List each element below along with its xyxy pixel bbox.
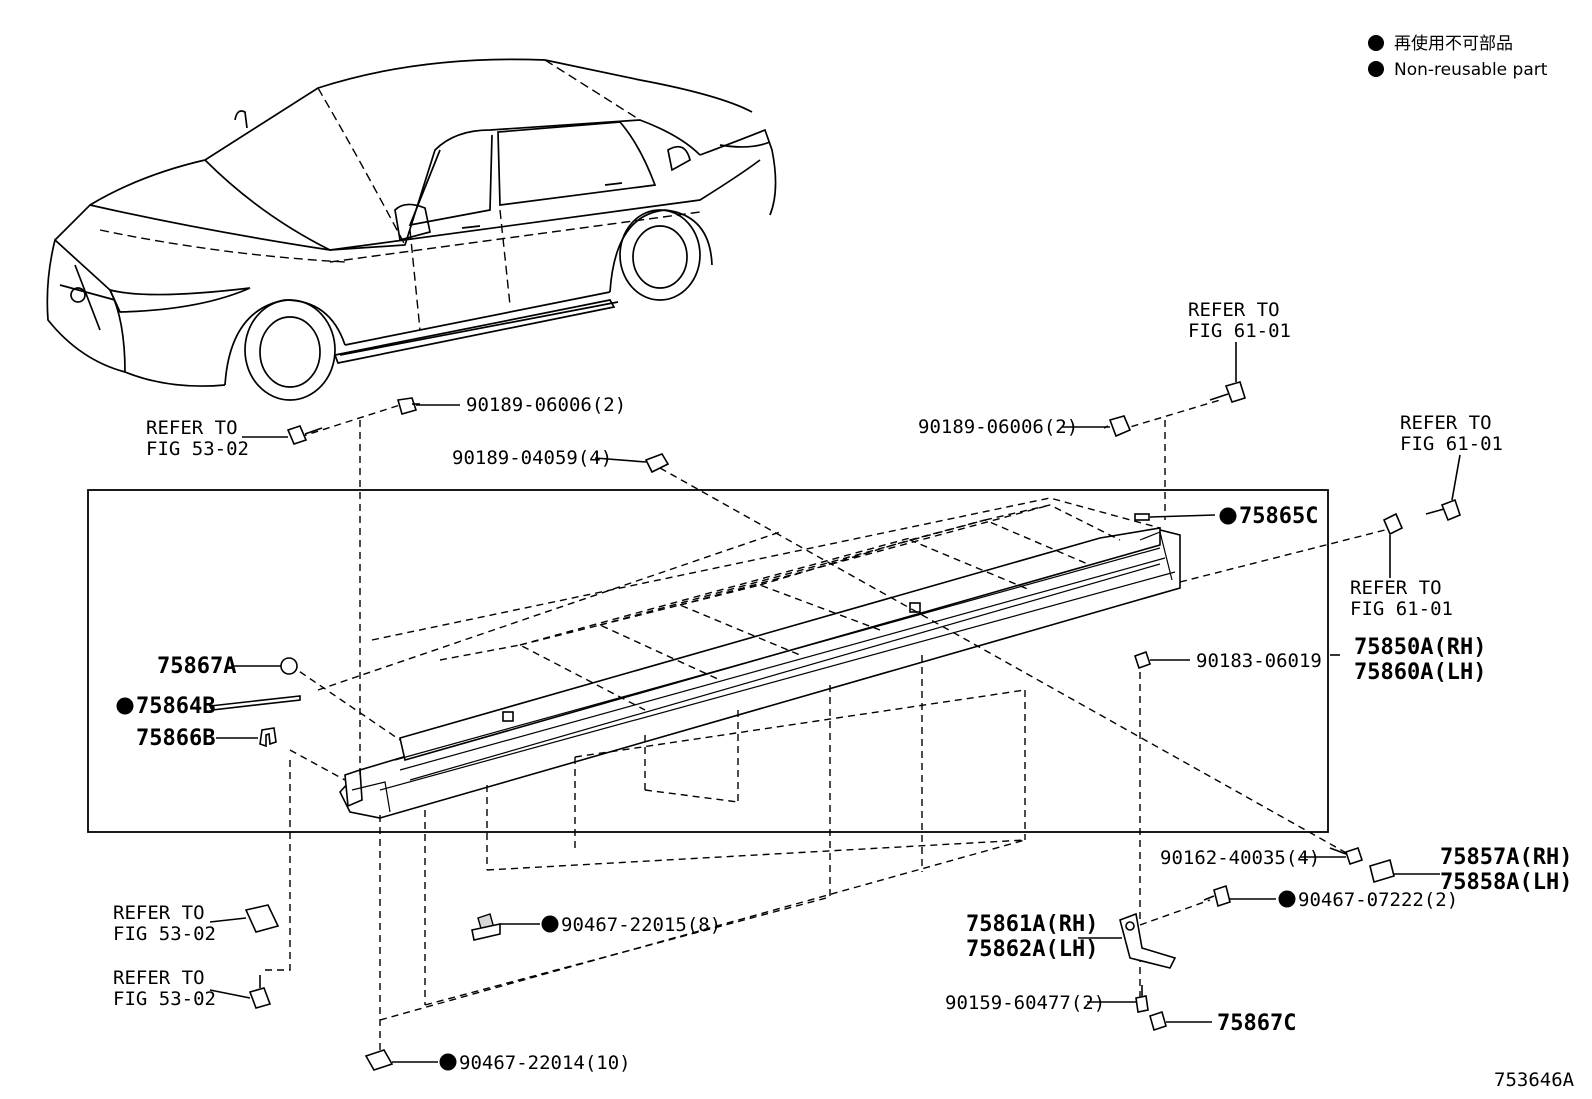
assembly-guide-lines — [260, 399, 1386, 1050]
part-number-label[interactable]: 75865C — [1239, 504, 1318, 529]
refer-to-label: REFER TO — [1350, 577, 1442, 599]
refer-fig-label[interactable]: FIG 61-01 — [1188, 320, 1291, 342]
nut-90467-22014-icon — [364, 1049, 394, 1071]
rocker-panel-75850A — [339, 527, 1181, 819]
part-number-label[interactable]: 75850A(RH) — [1354, 635, 1486, 660]
refer-to-label: REFER TO — [113, 902, 205, 924]
bolt-90159-60477-icon — [1135, 985, 1149, 1013]
clip-75866B-icon — [259, 727, 277, 748]
part-number-label[interactable]: 90467-22014(10) — [459, 1052, 631, 1074]
strip-75864B-icon — [208, 695, 301, 711]
part-number-label[interactable]: 90162-40035(4) — [1160, 847, 1320, 869]
refer-fig-label[interactable]: FIG 53-02 — [113, 988, 216, 1010]
part-number-label[interactable]: 75867C — [1217, 1011, 1296, 1036]
screw-90162-40035-icon — [1329, 846, 1364, 866]
refer-fig-label[interactable]: FIG 53-02 — [146, 438, 249, 460]
part-number-label[interactable]: 75864B — [136, 694, 215, 719]
refer-to-label: REFER TO — [1188, 299, 1280, 321]
clip-90189-06006-left-icon — [396, 397, 420, 415]
refer-fig-label[interactable]: FIG 53-02 — [113, 923, 216, 945]
part-number-label[interactable]: 75867A — [157, 654, 236, 679]
part-number-label[interactable]: 90467-22015(8) — [561, 914, 721, 936]
clip-far-right-icon — [1382, 498, 1461, 536]
cap-75857A-icon — [1369, 858, 1395, 884]
nut-90467-22015-icon — [471, 913, 501, 941]
refer-to-label: REFER TO — [146, 417, 238, 439]
legend-text-jp: 再使用不可部品 — [1394, 33, 1513, 54]
part-number-label[interactable]: 90189-06006(2) — [466, 394, 626, 416]
part-number-label[interactable]: 90467-07222(2) — [1298, 889, 1458, 911]
part-number-label[interactable]: 75860A(LH) — [1354, 660, 1486, 685]
non-reusable-marker-icon — [439, 1053, 457, 1071]
legend-text-en: Non-reusable part — [1394, 60, 1548, 80]
part-number-label[interactable]: 75866B — [136, 726, 215, 751]
part-number-label[interactable]: 75862A(LH) — [966, 937, 1098, 962]
part-number-label[interactable]: 90189-04059(4) — [452, 447, 612, 469]
refer-to-label: REFER TO — [1400, 412, 1492, 434]
non-reusable-marker-icon — [116, 697, 134, 715]
leader-lines — [209, 342, 1461, 1063]
part-number-label[interactable]: 90183-06019 — [1196, 650, 1322, 672]
part-number-label[interactable]: 90159-60477(2) — [945, 992, 1105, 1014]
part-number-label[interactable]: 75861A(RH) — [966, 912, 1098, 937]
clip-fig-53-02-icon — [244, 904, 280, 933]
non-reusable-marker-icon — [541, 915, 559, 933]
non-reusable-marker-icon — [1278, 890, 1296, 908]
part-number-label[interactable]: 75857A(RH) — [1440, 845, 1572, 870]
bracket-75861A-icon — [1119, 912, 1177, 969]
clip-90189-04059-icon — [644, 453, 670, 474]
washer-75867A-icon — [280, 657, 298, 675]
refer-fig-label[interactable]: FIG 61-01 — [1350, 598, 1453, 620]
clip-75867C-icon — [1149, 1010, 1167, 1032]
screw-left-icon — [286, 425, 323, 445]
clip-90189-06006-right-icon — [1103, 415, 1132, 438]
screw-top-right-icon — [1209, 381, 1247, 403]
part-number-label[interactable]: 75858A(LH) — [1440, 870, 1572, 895]
pin-75865C-icon — [1134, 513, 1150, 521]
car-illustration — [46, 58, 777, 401]
refer-to-label: REFER TO — [113, 967, 205, 989]
non-reusable-marker-icon — [1368, 61, 1384, 77]
nut-90183-06019-icon — [1133, 650, 1152, 670]
legend: 再使用不可部品 Non-reusable part — [1368, 33, 1548, 80]
illustration-id: 753646A — [1494, 1069, 1575, 1091]
non-reusable-marker-icon — [1219, 507, 1237, 525]
bolt-90467-07222-icon — [1203, 884, 1231, 908]
bolt-fig-53-02-icon — [248, 975, 272, 1009]
refer-fig-label[interactable]: FIG 61-01 — [1400, 433, 1503, 455]
non-reusable-marker-icon — [1368, 35, 1384, 51]
detail-frame — [87, 489, 1329, 833]
part-number-label[interactable]: 90189-06006(2) — [918, 416, 1078, 438]
